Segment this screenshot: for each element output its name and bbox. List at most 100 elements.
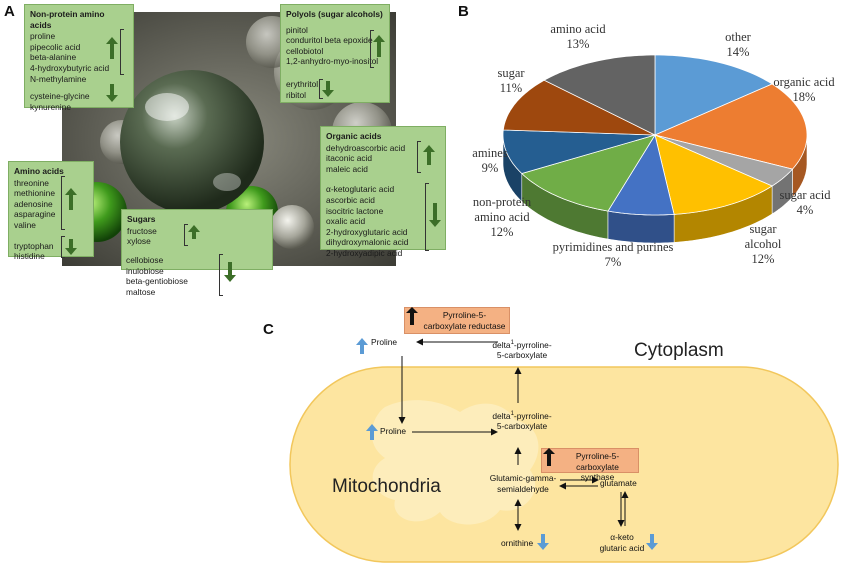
- metabolite: adenosine: [14, 198, 53, 209]
- bracket: [425, 183, 429, 251]
- metabolite: dehydroascorbic acid: [326, 142, 406, 153]
- metabolite: tryptophan: [14, 240, 54, 251]
- metabolite: conduritol beta epoxide: [286, 35, 373, 46]
- p5c-text: -pyrroline-: [513, 410, 552, 421]
- p5c-text: 5-carboxylate: [496, 421, 548, 432]
- bracket: [370, 30, 374, 68]
- metabolite: kynurenine: [30, 101, 71, 112]
- decrease-arrow-icon: [322, 81, 334, 97]
- metabolite: 4-hydroxybutyric acid: [30, 62, 110, 73]
- gsa-text: Glutamic-gamma-: [489, 473, 557, 483]
- increase-arrow-icon: [406, 307, 418, 325]
- metabolite: valine: [14, 219, 36, 230]
- increase-arrow-icon: [65, 188, 77, 210]
- metabolite: inulobiose: [126, 265, 164, 276]
- non-protein-amino-acids-box: Non-protein amino acids proline pipecoli…: [24, 4, 134, 112]
- pie-label-non-protein-amino-acid: non-protein amino acid 12%: [472, 195, 532, 239]
- metabolite: itaconic acid: [326, 153, 373, 164]
- ornithine: ornithine: [501, 538, 534, 548]
- sugars-down-list: cellobiose inulobiose beta-gentiobiose m…: [126, 255, 188, 297]
- enzyme-label: Pyrroline-5- carboxylate reductase: [423, 310, 506, 331]
- increase-arrow-icon: [423, 145, 435, 165]
- p5c-mitochondria: delta1-pyrroline- 5-carboxylate: [491, 409, 553, 432]
- organic-acids-box: Organic acids dehydroascorbic acid itaco…: [320, 126, 446, 258]
- bracket: [319, 79, 323, 99]
- gsa-text: semialdehyde: [497, 483, 549, 494]
- metabolite: N-methylamine: [30, 73, 87, 84]
- bracket: [61, 176, 65, 230]
- pie-label-other: other 14%: [725, 30, 751, 59]
- metabolite: beta-gentiobiose: [126, 276, 188, 287]
- increase-arrow-icon: [106, 37, 118, 59]
- pie-label-pyrimidines-purines: pyrimidines and purines 7%: [552, 240, 674, 269]
- panel-b-letter: B: [458, 3, 469, 20]
- alpha-ketoglutaric-acid: α-keto glutaric acid: [596, 532, 648, 553]
- bracket: [120, 29, 124, 75]
- decrease-arrow-icon: [537, 534, 549, 550]
- akg-text: glutaric acid: [599, 542, 645, 553]
- metabolite: pinitol: [286, 24, 308, 35]
- metabolite: xylose: [127, 236, 151, 247]
- pie-label-sugar: sugar 11%: [497, 66, 525, 95]
- p5c-text: 5-carboxylate: [496, 350, 548, 361]
- box-title: Amino acids: [14, 166, 64, 176]
- polyols-box: Polyols (sugar alcohols) pinitol conduri…: [280, 4, 390, 103]
- p5c-text: delta: [492, 410, 511, 421]
- metabolite: fructose: [127, 225, 157, 236]
- metabolite: cysteine-glycine: [30, 91, 90, 102]
- box-title: Organic acids: [326, 131, 382, 141]
- metabolite: beta-alanine: [30, 52, 77, 63]
- metabolite: maleic acid: [326, 163, 368, 174]
- down-group: cysteine-glycine kynurenine: [30, 91, 128, 112]
- metabolite: 2-hydroxyadipic acid: [326, 247, 403, 258]
- enzyme-p5c-synthase: Pyrroline-5- carboxylate synthase: [541, 448, 639, 482]
- metabolite: cellobiose: [126, 255, 164, 265]
- glutamic-semialdehyde: Glutamic-gamma- semialdehyde: [488, 473, 558, 494]
- decrease-arrow-icon: [224, 262, 236, 282]
- sugars-down-box: [121, 250, 273, 270]
- enzyme-label: Pyrroline-5- carboxylate synthase: [575, 451, 620, 482]
- metabolite: methionine: [14, 188, 55, 199]
- metabolite: ascorbic acid: [326, 194, 375, 205]
- pie-label-sugar-alcohol: sugar alcohol 12%: [744, 222, 782, 266]
- akg-text: α-keto: [610, 532, 634, 542]
- panel-c-letter: C: [263, 321, 274, 338]
- pie-label-amino-acid: amino acid 13%: [550, 22, 606, 51]
- decrease-arrow-icon: [65, 239, 77, 255]
- p5c-superscript: 1: [510, 340, 514, 346]
- pie-label-amines: amines 9%: [472, 146, 508, 175]
- bracket: [61, 236, 65, 258]
- metabolite: maltose: [126, 286, 156, 297]
- metabolite: erythritol: [286, 78, 319, 89]
- metabolite: pipecolic acid: [30, 41, 81, 52]
- p5c-text: delta: [492, 339, 511, 350]
- bracket: [184, 224, 188, 246]
- decrease-arrow-icon: [646, 534, 658, 550]
- decrease-arrow-icon: [106, 84, 118, 102]
- metabolite: α-ketoglutaric acid: [326, 184, 395, 195]
- metabolite: asparagine: [14, 209, 56, 220]
- metabolite: 1,2-anhydro-myo-inositol: [286, 56, 379, 67]
- pie-label-sugar-acid: sugar acid 4%: [779, 188, 831, 217]
- metabolite: proline: [30, 31, 56, 42]
- metabolite: dihydroxymalonic acid: [326, 237, 409, 248]
- metabolite: ribitol: [286, 89, 307, 100]
- cytoplasm-label: Cytoplasm: [634, 340, 724, 361]
- up-group: proline pipecolic acid beta-alanine 4-hy…: [30, 31, 128, 84]
- pie-label-organic-acid: organic acid 18%: [773, 75, 835, 104]
- amino-acids-box: Amino acids threonine methionine adenosi…: [8, 161, 94, 261]
- decrease-arrow-icon: [429, 203, 441, 227]
- increase-arrow-icon: [373, 35, 385, 57]
- box-title: Sugars: [127, 214, 156, 224]
- metabolite: cellobiotol: [286, 45, 324, 56]
- box-title: Polyols (sugar alcohols): [286, 9, 383, 19]
- bracket: [417, 141, 421, 173]
- p5c-cytoplasm: delta1-pyrroline- 5-carboxylate: [491, 338, 553, 361]
- increase-arrow-icon: [366, 424, 378, 440]
- p5c-superscript: 1: [510, 411, 514, 417]
- box-title: Non-protein amino acids: [30, 9, 105, 30]
- enzyme-p5c-reductase: Pyrroline-5- carboxylate reductase: [404, 307, 510, 334]
- proline-mitochondria: Proline: [380, 426, 407, 436]
- glutamate: glutamate: [600, 478, 637, 488]
- increase-arrow-icon: [543, 448, 555, 466]
